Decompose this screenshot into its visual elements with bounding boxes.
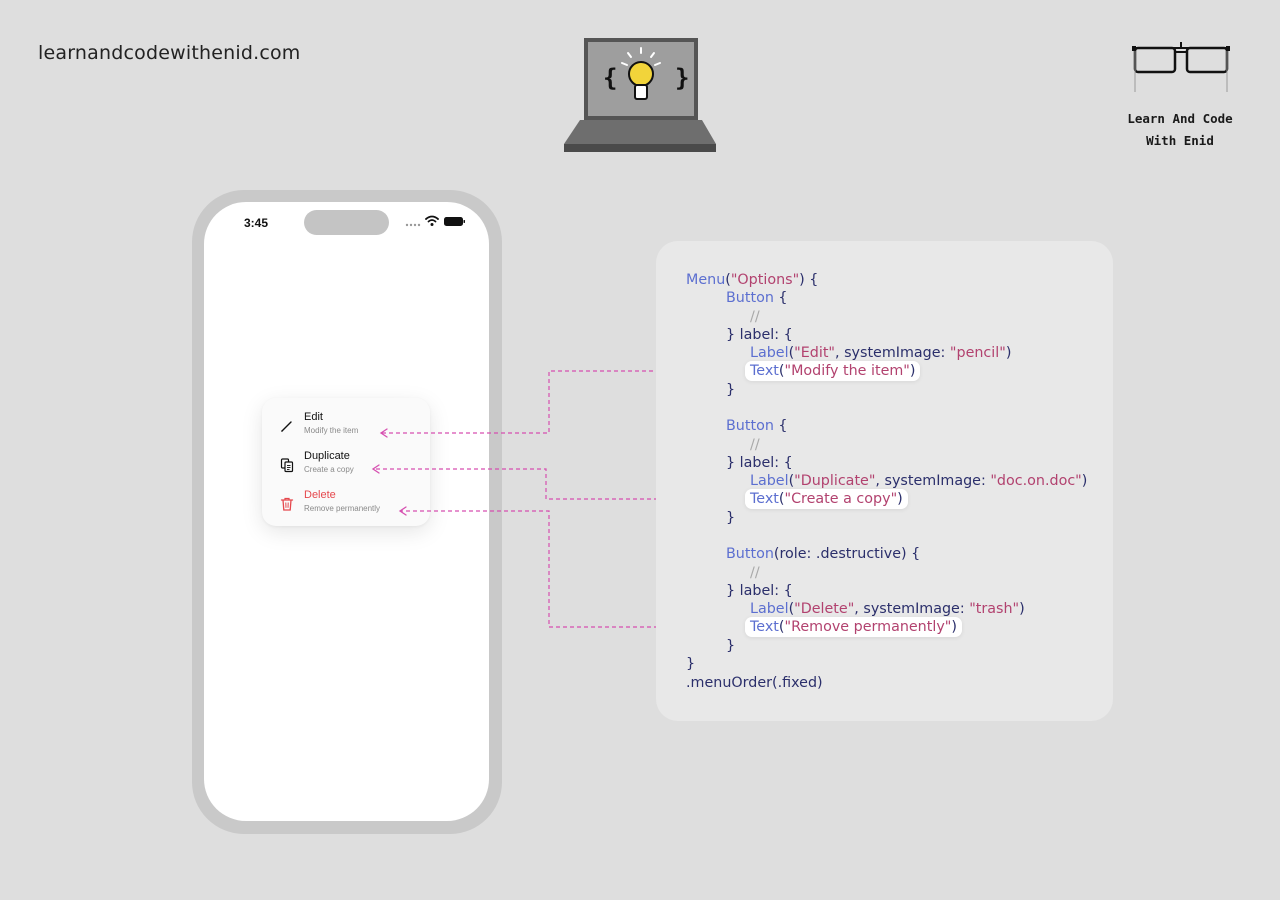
menu-item-edit[interactable]: Edit Modify the item — [262, 408, 430, 444]
svg-text:{: { — [603, 64, 617, 92]
code-line-close: } — [726, 638, 736, 654]
code-line-label-open: } label: { — [726, 327, 793, 343]
status-bar-icons — [405, 215, 465, 227]
menu-item-subtitle: Remove permanently — [304, 504, 381, 513]
menu-item-duplicate[interactable]: Duplicate Create a copy — [262, 447, 430, 483]
code-highlight: Text("Create a copy") — [745, 489, 908, 509]
code-line-button: Button { — [726, 418, 788, 434]
menu-item-title: Edit — [304, 411, 323, 423]
code-line-comment: // — [750, 565, 760, 581]
code-line-menu-close: } — [686, 656, 696, 672]
code-line-text: Text("Remove permanently") — [745, 617, 962, 637]
wifi-icon — [425, 215, 439, 223]
code-line-label: Label("Duplicate", systemImage: "doc.on.… — [750, 473, 1088, 489]
code-line-close: } — [726, 382, 736, 398]
code-line-button: Button { — [726, 290, 788, 306]
code-line-comment: // — [750, 437, 760, 453]
code-highlight: Text("Modify the item") — [745, 361, 921, 381]
glasses-logo — [1132, 42, 1230, 92]
battery-icon — [444, 217, 465, 226]
code-line-label-open: } label: { — [726, 583, 793, 599]
brand-line-2: With Enid — [1146, 133, 1214, 148]
context-menu: Edit Modify the item Duplicate Create a … — [262, 398, 430, 526]
menu-item-subtitle: Modify the item — [304, 426, 359, 435]
code-line-label: Label("Edit", systemImage: "pencil") — [750, 345, 1012, 361]
trash-icon — [280, 497, 294, 511]
signal-icon — [405, 223, 421, 227]
doc-on-doc-icon — [280, 458, 294, 473]
status-time: 3:45 — [244, 216, 269, 230]
menu-item-title: Delete — [304, 489, 336, 501]
code-line-label-open: } label: { — [726, 455, 793, 471]
dynamic-island — [304, 210, 389, 235]
menu-item-subtitle: Create a copy — [304, 465, 354, 474]
code-line-comment: // — [750, 309, 760, 325]
menu-item-delete[interactable]: Delete Remove permanently — [262, 486, 430, 522]
code-line-text: Text("Create a copy") — [745, 489, 908, 509]
code-highlight: Text("Remove permanently") — [745, 617, 962, 637]
code-line-modifier: .menuOrder(.fixed) — [686, 675, 823, 691]
brand-name: Learn And Code With Enid — [1110, 108, 1250, 152]
site-url: learnandcodewithenid.com — [38, 42, 301, 64]
code-line-close: } — [726, 510, 736, 526]
code-line-text: Text("Modify the item") — [745, 361, 921, 381]
pencil-icon — [281, 421, 292, 432]
svg-text:}: } — [675, 64, 689, 92]
menu-item-title: Duplicate — [304, 450, 350, 462]
code-line-button: Button(role: .destructive) { — [726, 546, 921, 562]
laptop-lightbulb-logo: { } — [564, 38, 716, 152]
code-line-menu: Menu("Options") { — [686, 272, 819, 288]
code-line-label: Label("Delete", systemImage: "trash") — [750, 601, 1025, 617]
brand-line-1: Learn And Code — [1127, 111, 1233, 126]
code-panel: Menu("Options") { Button { // } label: {… — [656, 241, 1113, 721]
